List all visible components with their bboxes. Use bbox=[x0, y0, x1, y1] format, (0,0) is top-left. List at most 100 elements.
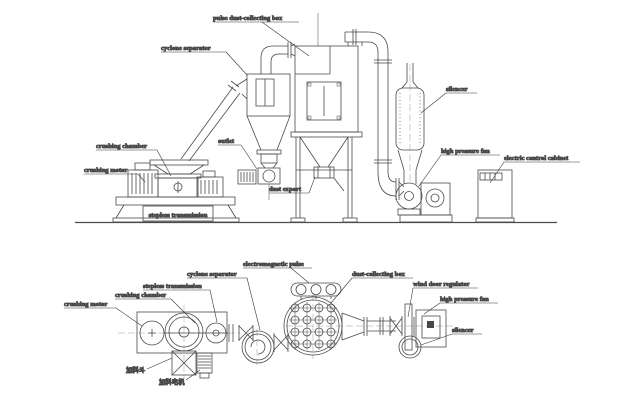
fan-motor-plan bbox=[421, 315, 441, 339]
fan-housing-plan bbox=[415, 309, 447, 348]
leader-line bbox=[243, 267, 312, 284]
label-high-pressure-fan-plan: high pressure fan bbox=[440, 296, 489, 303]
dust-chute bbox=[333, 177, 345, 192]
valve-motor bbox=[237, 169, 257, 185]
pulse-dust-collecting-box bbox=[290, 13, 363, 138]
leader-line bbox=[330, 277, 413, 304]
door-bolt bbox=[336, 115, 341, 120]
upper-elbow bbox=[367, 31, 389, 53]
fan-motor-hub bbox=[430, 193, 440, 203]
valve-motor-fins bbox=[240, 172, 254, 182]
leader-line bbox=[489, 161, 580, 184]
hopper-rim bbox=[149, 159, 209, 166]
high-pressure-fan-front bbox=[395, 182, 453, 223]
filter-tube bbox=[326, 315, 336, 325]
inlet-bellmouth bbox=[398, 181, 405, 197]
venturi-connector bbox=[273, 333, 289, 352]
label-crushing-motor-plan: crushing motor bbox=[64, 301, 107, 308]
cyclone-inner bbox=[244, 333, 272, 361]
silencer-plan bbox=[398, 335, 422, 359]
feeding-unit-plan bbox=[171, 350, 213, 379]
base-rail bbox=[112, 217, 240, 223]
outlet-line-plan bbox=[341, 303, 413, 351]
label-electric-control-cabinet: electric control cabinet bbox=[504, 155, 569, 162]
duct-walls bbox=[180, 86, 241, 162]
hopper-diagonals bbox=[171, 350, 197, 376]
filter-tube bbox=[314, 303, 324, 313]
machine-base-plan bbox=[136, 311, 228, 354]
cyclone-outlet-valve bbox=[237, 167, 281, 200]
silencer-stack bbox=[401, 63, 419, 89]
top-stub bbox=[344, 32, 363, 46]
cyclone-inlet bbox=[235, 78, 248, 100]
base-legs bbox=[115, 204, 237, 219]
top-run bbox=[345, 31, 368, 43]
label-cyclone-separator-plan: cyclone separator bbox=[187, 271, 237, 278]
filter-tube bbox=[314, 339, 324, 349]
leg-foot bbox=[290, 217, 306, 223]
label-crushing-motor: crushing motor bbox=[84, 167, 127, 174]
chamber-hub bbox=[178, 326, 190, 338]
drum-flange bbox=[154, 173, 202, 179]
plenum-partition bbox=[295, 46, 331, 75]
duct-flanges bbox=[227, 80, 240, 92]
leader-line bbox=[146, 357, 173, 370]
elbow bbox=[260, 45, 280, 63]
label-crushing-chamber: crushing chamber bbox=[96, 143, 147, 150]
filter-grid-lines bbox=[289, 302, 337, 350]
leader-line bbox=[218, 144, 258, 170]
outlet-taper bbox=[341, 312, 365, 341]
top-flange bbox=[352, 29, 357, 45]
label-dust-export: dust export bbox=[269, 186, 302, 193]
cyclone-separator-plan bbox=[241, 330, 289, 364]
taper-flange bbox=[363, 317, 368, 336]
feeding-motor-cap bbox=[199, 372, 210, 379]
stepless-transmission-box bbox=[142, 205, 214, 222]
leader-line bbox=[84, 173, 146, 183]
valve-rotor bbox=[262, 169, 276, 183]
flange-pair bbox=[287, 42, 292, 58]
silencer-front bbox=[395, 63, 425, 184]
door-bolt bbox=[336, 82, 341, 87]
label-feeding-hopper: 加料斗 bbox=[125, 365, 146, 374]
filter-tube bbox=[314, 315, 324, 325]
label-stepless-transmission: stepless transmission bbox=[149, 212, 208, 219]
high-pressure-fan-plan bbox=[413, 309, 447, 348]
filter-tube bbox=[302, 327, 312, 337]
discharge-hopper bbox=[299, 136, 349, 168]
leg-foot bbox=[342, 217, 358, 223]
motor-center-mark bbox=[148, 329, 156, 337]
leader-line bbox=[161, 51, 248, 76]
filter-tube bbox=[326, 303, 336, 313]
aux-motor-fins bbox=[200, 180, 218, 194]
silencer-body bbox=[395, 87, 425, 151]
duct-mill-to-cyclone bbox=[180, 80, 241, 162]
fan-eye bbox=[404, 191, 414, 201]
label-dust-collecting-box: dust-collecting box bbox=[352, 271, 406, 278]
fan-shaft-plan bbox=[427, 321, 434, 328]
pipe-dustbox-to-fan bbox=[344, 29, 405, 200]
diffuser bbox=[290, 43, 296, 57]
pulse-stubs bbox=[300, 296, 332, 299]
door-bolt bbox=[307, 115, 312, 120]
feeding-hopper bbox=[171, 350, 197, 376]
fan-motor bbox=[420, 182, 451, 216]
lower-elbow bbox=[377, 171, 397, 197]
label-pulse-dust-collecting-box: pulse dust-collecting box bbox=[213, 15, 283, 22]
plan-view-labels: electromagnetic pulse dust-collecting bo… bbox=[64, 261, 498, 386]
cyclone-cone bbox=[246, 115, 291, 151]
leader-line bbox=[185, 369, 201, 381]
downcomer bbox=[377, 52, 389, 172]
cyclone-separator-front bbox=[235, 73, 291, 169]
silencer-inner bbox=[401, 338, 419, 356]
inlet-flange bbox=[395, 178, 400, 200]
cone-flange bbox=[256, 149, 282, 155]
leader-line bbox=[269, 176, 316, 194]
leader-line bbox=[143, 289, 218, 323]
filter-tube bbox=[326, 327, 336, 337]
meter-ticks bbox=[484, 173, 496, 180]
coupling-bowtie bbox=[238, 325, 254, 341]
crushing-machine-plan bbox=[136, 311, 254, 354]
leader-line bbox=[418, 154, 500, 187]
